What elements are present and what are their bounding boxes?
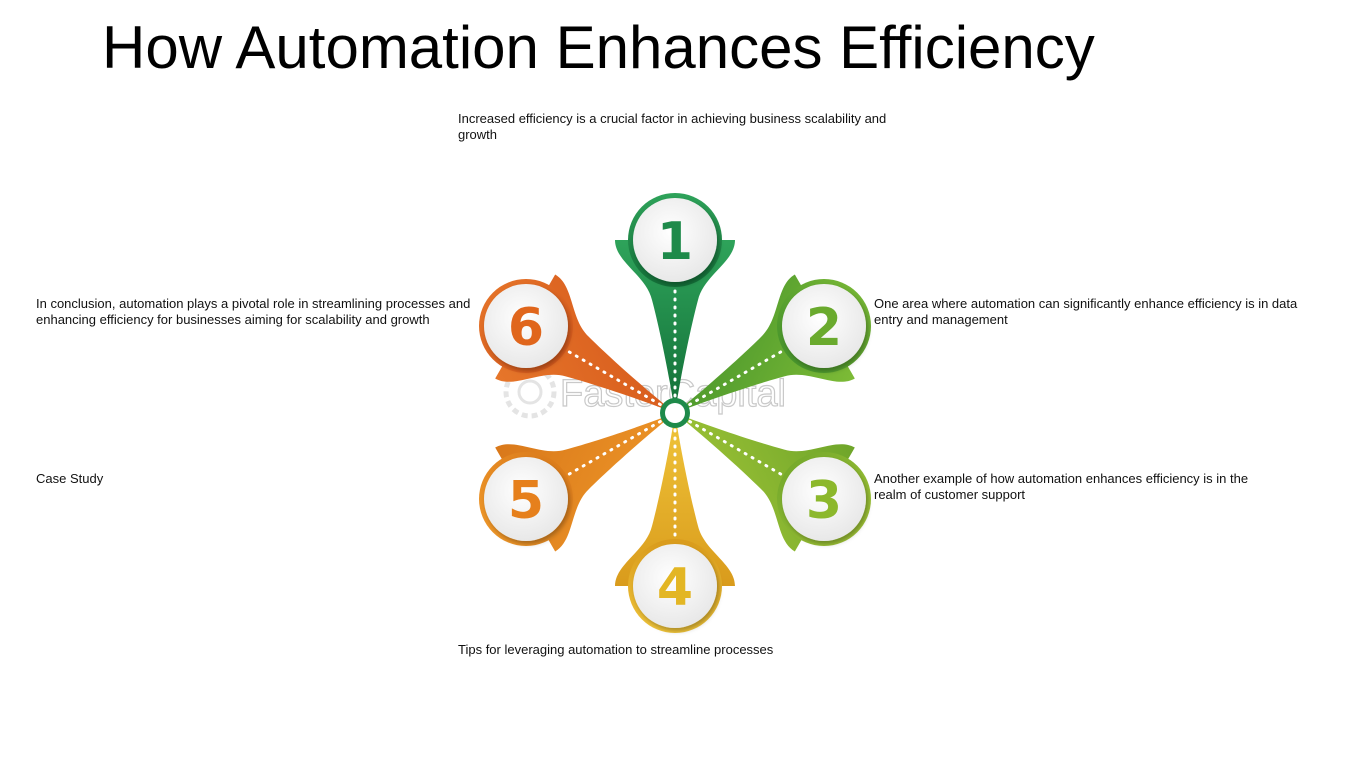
caption-step-5: Case Study [36,471,104,486]
node-number: 3 [806,471,842,531]
node-6: 6 [479,279,573,373]
node-number: 2 [806,298,842,358]
node-4: 4 [628,539,722,633]
arm-1 [615,240,735,413]
caption-step-6: In conclusion, automation plays a pivota… [36,296,471,327]
arm-4 [615,413,735,586]
node-2: 2 [777,279,871,373]
caption-step-1: Increased efficiency is a crucial factor… [458,111,887,142]
node-1: 1 [628,193,722,287]
caption-step-2: One area where automation can significan… [874,296,1298,327]
node-3: 3 [777,452,871,546]
node-5: 5 [479,452,573,546]
center-hub [660,398,690,428]
arm-3 [675,413,855,552]
arm-6 [495,274,675,413]
node-number: 4 [657,558,693,618]
node-number: 5 [508,471,544,531]
node-number: 1 [657,212,693,272]
caption-step-4: Tips for leveraging automation to stream… [458,642,774,657]
page-title: How Automation Enhances Efficiency [102,14,1095,81]
arm-5 [495,413,675,552]
arm-2 [675,274,855,413]
caption-step-3: Another example of how automation enhanc… [874,471,1249,502]
node-number: 6 [508,298,544,358]
